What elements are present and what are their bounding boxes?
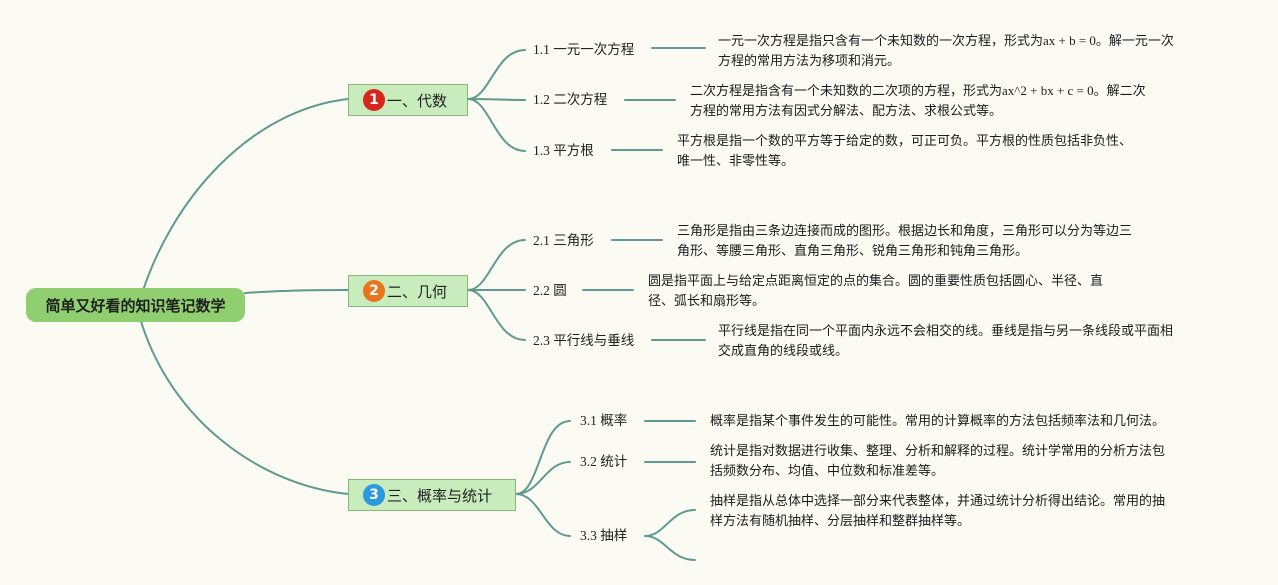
- description-2-1: 三角形是指由三条边连接而成的图形。根据边长和角度，三角形可以分为等边三 角形、等…: [677, 221, 1132, 261]
- topic-label: 二、几何: [387, 282, 448, 301]
- description-1-1: 一元一次方程是指只含有一个未知数的一次方程，形式为ax + b = 0。解一元一…: [718, 31, 1174, 71]
- connector-prob-3-2: [515, 461, 571, 495]
- connector-prob-3-3: [515, 493, 571, 537]
- number-badge-icon: 1: [363, 89, 385, 111]
- description-line: 一元一次方程是指只含有一个未知数的一次方程，形式为ax + b = 0。解一元一…: [718, 33, 1174, 48]
- connector-root-algebra: [139, 98, 349, 301]
- description-line: 平方根是指一个数的平方等于给定的数，可正可负。平方根的性质包括非负性、: [677, 133, 1133, 148]
- number-badge-icon: 3: [363, 484, 385, 506]
- description-line: 唯一性、非零性等。: [677, 153, 795, 168]
- subtopic-1-1[interactable]: 1.1 一元一次方程: [533, 42, 635, 57]
- description-line: 概率是指某个事件发生的可能性。常用的计算概率的方法包括频率法和几何法。: [710, 413, 1166, 428]
- topic-label: 一、代数: [387, 91, 448, 110]
- description-line: 平行线是指在同一个平面内永远不会相交的线。垂线是指与另一条线段或平面相: [718, 323, 1174, 338]
- connector-sub-3-3-desc-top: [644, 509, 696, 537]
- topic-algebra[interactable]: 1 一、代数: [348, 84, 468, 116]
- topic-probability-statistics[interactable]: 3 三、概率与统计: [348, 479, 516, 511]
- description-3-1: 概率是指某个事件发生的可能性。常用的计算概率的方法包括频率法和几何法。: [710, 411, 1165, 431]
- connector-prob-3-1: [515, 420, 571, 495]
- description-line: 括频数分布、均值、中位数和标准差等。: [710, 463, 945, 478]
- number-badge-icon: 2: [363, 280, 385, 302]
- description-2-3: 平行线是指在同一个平面内永远不会相交的线。垂线是指与另一条线段或平面相 交成直角…: [718, 321, 1173, 361]
- description-line: 角形、等腰三角形、直角三角形、锐角三角形和钝角三角形。: [677, 243, 1029, 258]
- connector-sub-3-3-desc-bottom: [644, 535, 696, 561]
- description-2-2: 圆是指平面上与给定点距离恒定的点的集合。圆的重要性质包括圆心、半径、直 径、弧长…: [648, 271, 1103, 311]
- description-line: 交成直角的线段或线。: [718, 343, 849, 358]
- description-line: 径、弧长和扇形等。: [648, 293, 766, 308]
- topic-label: 三、概率与统计: [387, 486, 493, 505]
- description-line: 统计是指对数据进行收集、整理、分析和解释的过程。统计学常用的分析方法包: [710, 443, 1166, 458]
- connector-root-geometry: [244, 289, 349, 294]
- subtopic-1-2[interactable]: 1.2 二次方程: [533, 92, 608, 107]
- subtopic-1-3[interactable]: 1.3 平方根: [533, 143, 594, 158]
- description-3-3: 抽样是指从总体中选择一部分来代表整体，并通过统计分析得出结论。常用的抽 样方法有…: [710, 491, 1165, 531]
- description-line: 方程的常用方法为移项和消元。: [718, 53, 901, 68]
- subtopic-3-3[interactable]: 3.3 抽样: [580, 528, 628, 543]
- root-topic[interactable]: 简单又好看的知识笔记数学: [26, 288, 245, 322]
- description-line: 样方法有随机抽样、分层抽样和整群抽样等。: [710, 513, 971, 528]
- connector-geometry-2-1: [467, 239, 526, 291]
- subtopic-2-1[interactable]: 2.1 三角形: [533, 233, 594, 248]
- description-line: 方程的常用方法有因式分解法、配方法、求根公式等。: [690, 103, 1003, 118]
- description-line: 三角形是指由三条边连接而成的图形。根据边长和角度，三角形可以分为等边三: [677, 223, 1133, 238]
- connector-root-probability: [139, 317, 349, 495]
- description-3-2: 统计是指对数据进行收集、整理、分析和解释的过程。统计学常用的分析方法包 括频数分…: [710, 441, 1165, 481]
- connector-geometry-2-3: [467, 289, 526, 341]
- topic-geometry[interactable]: 2 二、几何: [348, 275, 468, 307]
- description-1-3: 平方根是指一个数的平方等于给定的数，可正可负。平方根的性质包括非负性、 唯一性、…: [677, 131, 1132, 171]
- description-line: 二次方程是指含有一个未知数的二次项的方程，形式为ax^2 + bx + c = …: [690, 83, 1146, 98]
- subtopic-2-3[interactable]: 2.3 平行线与垂线: [533, 333, 635, 348]
- description-line: 抽样是指从总体中选择一部分来代表整体，并通过统计分析得出结论。常用的抽: [710, 493, 1166, 508]
- description-1-2: 二次方程是指含有一个未知数的二次项的方程，形式为ax^2 + bx + c = …: [690, 81, 1146, 121]
- description-line: 圆是指平面上与给定点距离恒定的点的集合。圆的重要性质包括圆心、半径、直: [648, 273, 1104, 288]
- root-topic-label: 简单又好看的知识笔记数学: [45, 296, 226, 315]
- connector-algebra-1-3: [467, 98, 526, 152]
- connector-algebra-1-2: [467, 98, 526, 101]
- subtopic-3-2[interactable]: 3.2 统计: [580, 454, 628, 469]
- connector-algebra-1-1: [467, 49, 526, 100]
- subtopic-2-2[interactable]: 2.2 圆: [533, 283, 567, 298]
- subtopic-3-1[interactable]: 3.1 概率: [580, 413, 628, 428]
